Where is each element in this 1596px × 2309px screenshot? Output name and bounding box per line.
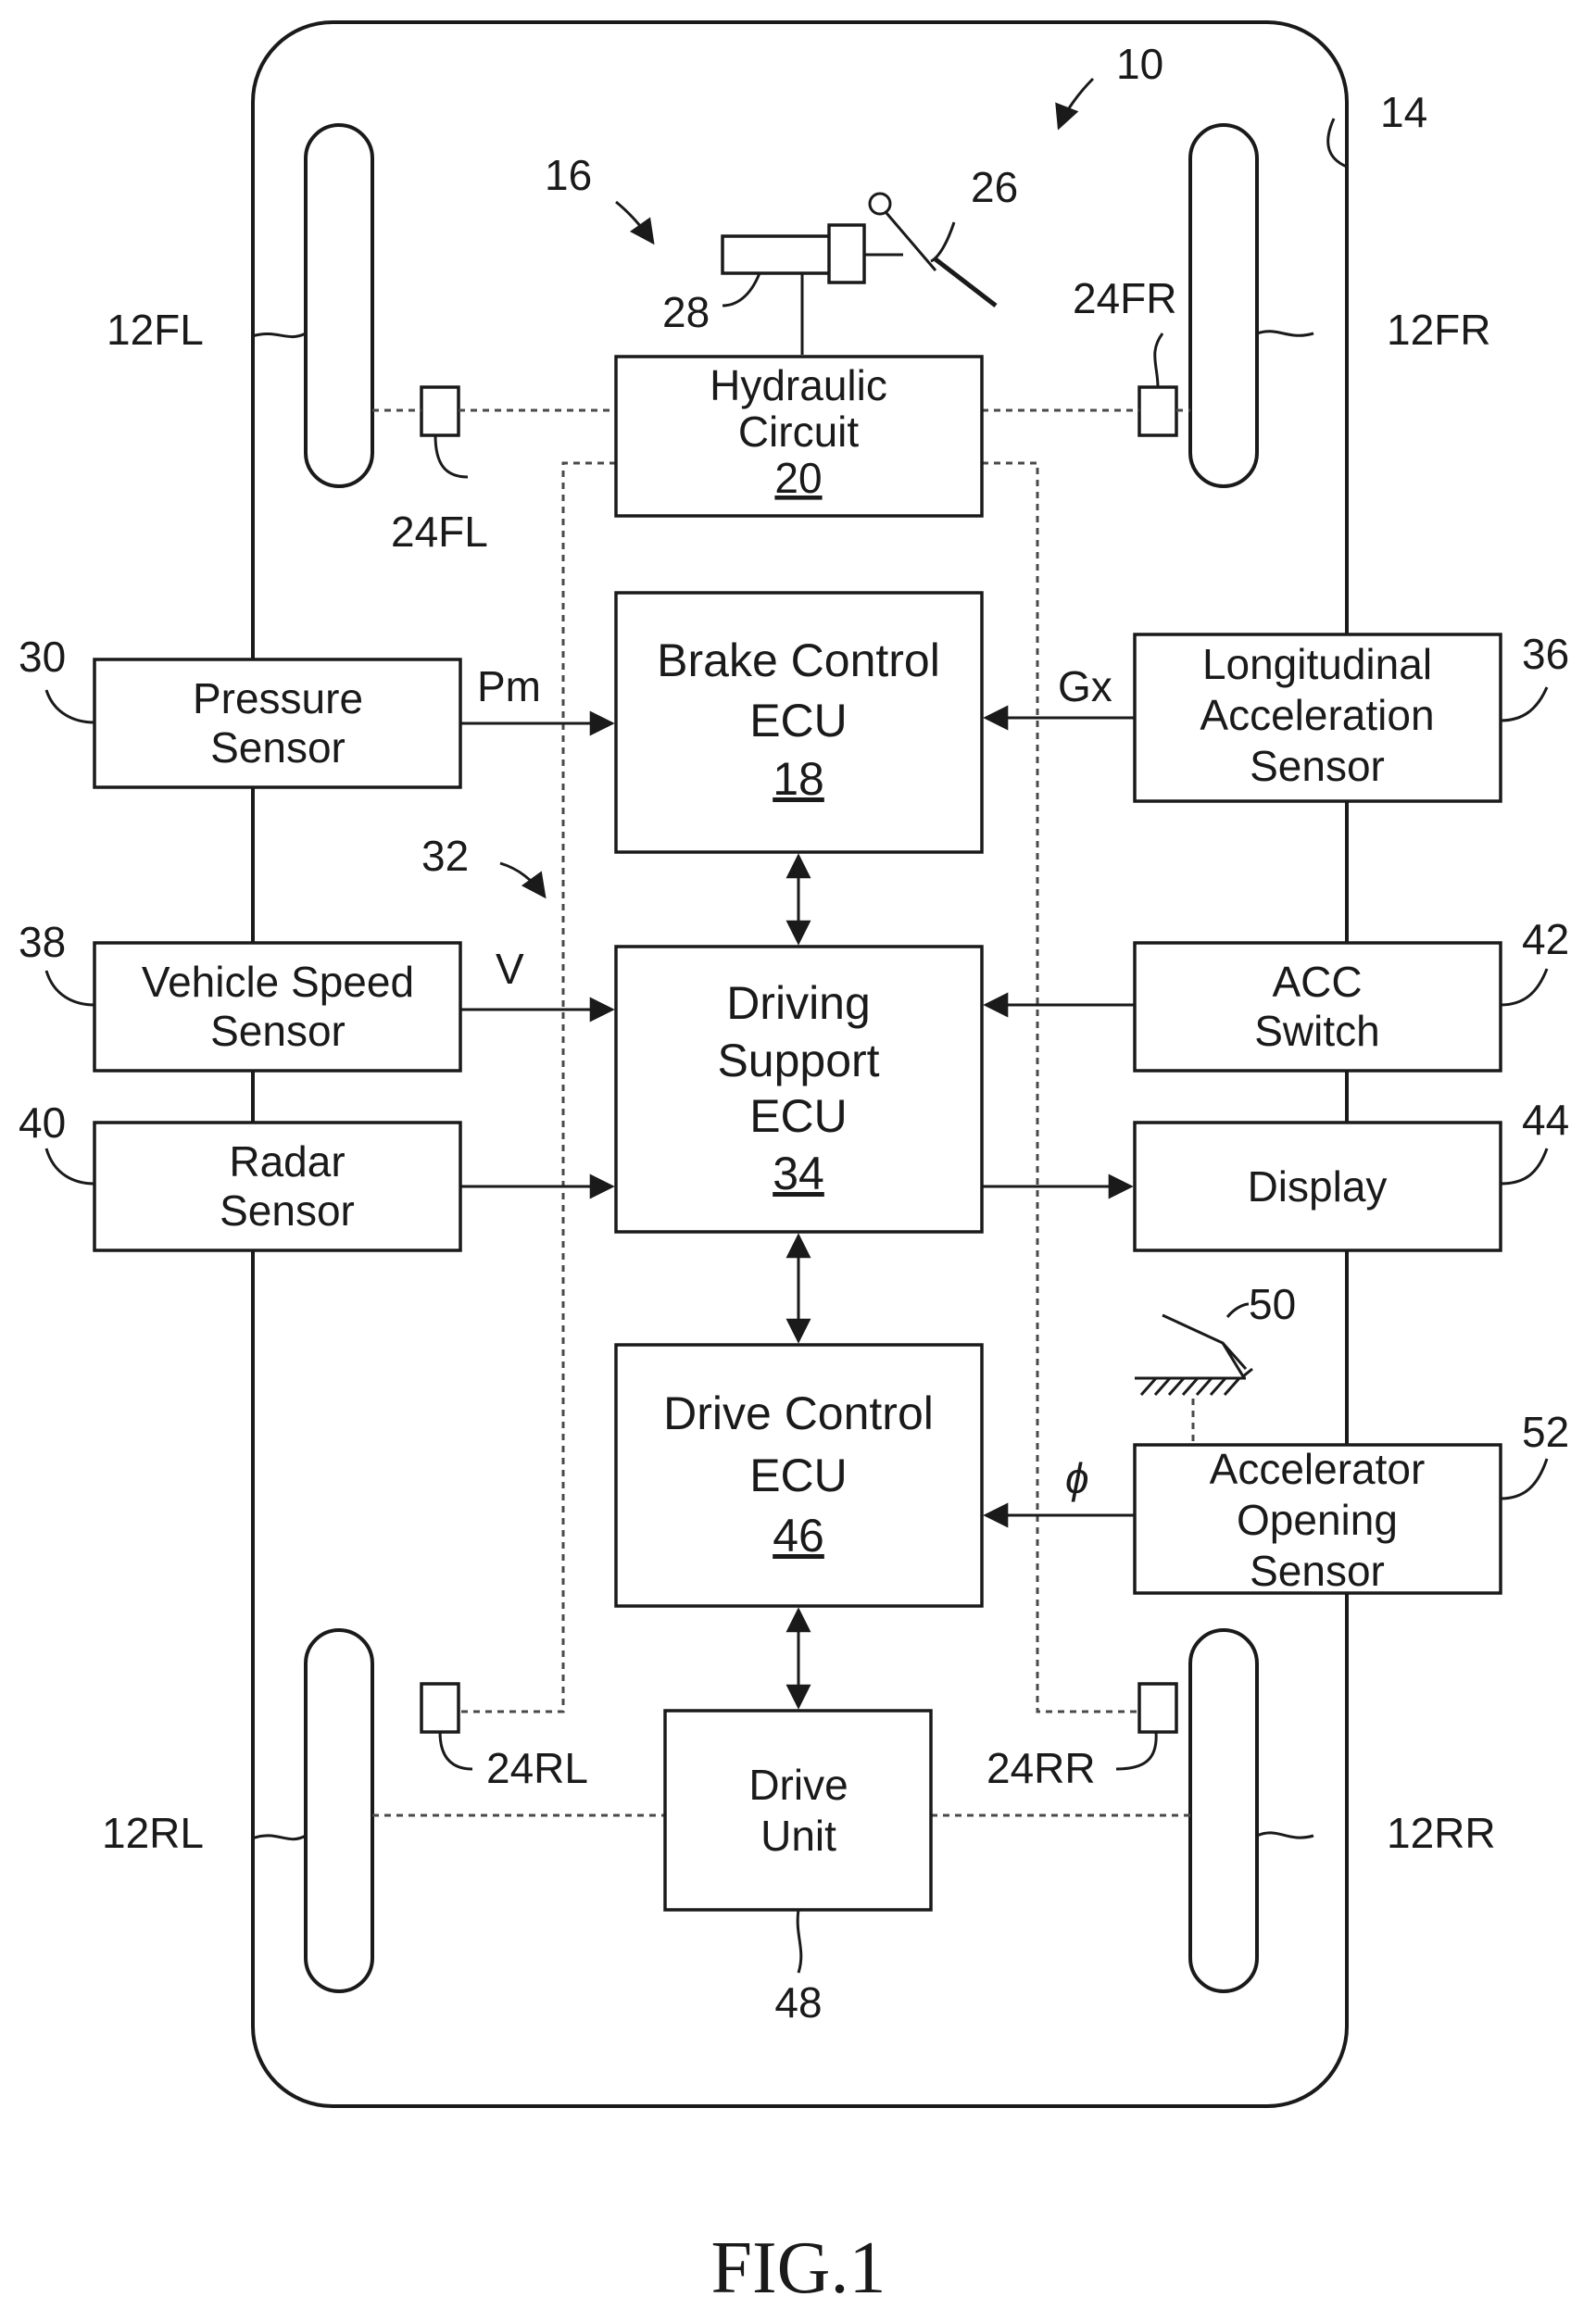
ref-pedal: 26 xyxy=(971,163,1018,211)
ref-body: 14 xyxy=(1380,88,1427,136)
driving-support-ecu-block: Driving Support ECU 34 xyxy=(616,947,982,1232)
signal-phi: ϕ xyxy=(1065,1454,1089,1502)
ref-vehicle-speed-sensor: 38 xyxy=(19,918,66,966)
brake-control-ecu-block: Brake Control ECU 18 xyxy=(616,593,982,852)
svg-text:20: 20 xyxy=(774,454,822,502)
svg-text:Accelerator: Accelerator xyxy=(1210,1445,1426,1493)
svg-text:Hydraulic: Hydraulic xyxy=(710,361,887,409)
ref-vehicle: 10 xyxy=(1116,40,1163,88)
svg-text:ACC: ACC xyxy=(1272,958,1362,1006)
svg-text:Opening: Opening xyxy=(1237,1496,1398,1544)
wheel-front-left xyxy=(306,125,372,486)
wheel-cylinder-label-fl: 24FL xyxy=(391,508,488,556)
svg-text:Sensor: Sensor xyxy=(210,1007,346,1055)
pressure-sensor-block: Pressure Sensor xyxy=(94,659,460,787)
signal-gx: Gx xyxy=(1058,662,1112,710)
ref-radar-sensor: 40 xyxy=(19,1098,66,1147)
svg-text:Display: Display xyxy=(1248,1162,1388,1211)
wheel-label-rr: 12RR xyxy=(1387,1809,1496,1857)
ref-master-cylinder: 28 xyxy=(662,288,710,336)
master-cylinder-assembly xyxy=(723,194,996,355)
acc-switch-block: ACC Switch xyxy=(1135,943,1501,1071)
svg-text:Vehicle Speed: Vehicle Speed xyxy=(142,958,414,1006)
svg-text:Unit: Unit xyxy=(760,1812,836,1860)
drive-unit-block: Drive Unit xyxy=(665,1711,931,1910)
svg-text:ECU: ECU xyxy=(749,695,848,747)
wheel-cylinder-fr xyxy=(1139,387,1176,435)
svg-text:Radar: Radar xyxy=(229,1137,345,1186)
svg-text:ECU: ECU xyxy=(749,1090,848,1142)
svg-text:Pressure: Pressure xyxy=(193,674,363,722)
ref-longitudinal-accel-sensor: 36 xyxy=(1522,630,1569,678)
wheel-rear-left xyxy=(306,1630,372,1991)
wheel-cylinder-rr xyxy=(1139,1684,1176,1732)
ref-accelerator-opening-sensor: 52 xyxy=(1522,1408,1569,1456)
ref-system: 32 xyxy=(421,832,469,880)
display-block: Display xyxy=(1135,1123,1501,1250)
svg-text:ECU: ECU xyxy=(749,1449,848,1501)
svg-text:Acceleration: Acceleration xyxy=(1200,691,1434,739)
wheel-cylinder-rl xyxy=(421,1684,459,1732)
longitudinal-acceleration-sensor-block: Longitudinal Acceleration Sensor xyxy=(1135,634,1501,801)
wheel-cylinder-label-fr: 24FR xyxy=(1073,274,1176,322)
figure-caption: FIG.1 xyxy=(711,2227,886,2309)
ref-brake-device: 16 xyxy=(545,151,592,199)
svg-text:Drive: Drive xyxy=(748,1761,848,1809)
svg-text:Sensor: Sensor xyxy=(1250,1547,1385,1595)
radar-sensor-block: Radar Sensor xyxy=(94,1123,460,1250)
signal-v: V xyxy=(496,945,524,993)
wheel-front-right xyxy=(1190,125,1257,486)
wheel-label-fr: 12FR xyxy=(1387,306,1490,354)
wheel-cylinder-label-rr: 24RR xyxy=(987,1744,1096,1792)
signal-pm: Pm xyxy=(477,662,541,710)
svg-text:34: 34 xyxy=(773,1148,824,1199)
wheel-label-fl: 12FL xyxy=(107,306,204,354)
ref-pressure-sensor: 30 xyxy=(19,633,66,681)
accelerator-opening-sensor-block: Accelerator Opening Sensor xyxy=(1135,1445,1501,1595)
drive-control-ecu-block: Drive Control ECU 46 xyxy=(616,1345,982,1606)
svg-text:Longitudinal: Longitudinal xyxy=(1202,640,1432,688)
svg-text:Circuit: Circuit xyxy=(738,408,860,456)
accelerator-pedal xyxy=(1135,1315,1252,1395)
wheel-rear-right xyxy=(1190,1630,1257,1991)
svg-text:Switch: Switch xyxy=(1254,1007,1379,1055)
svg-text:46: 46 xyxy=(773,1510,824,1562)
ref-accel-pedal: 50 xyxy=(1249,1280,1296,1328)
ref-display: 44 xyxy=(1522,1096,1569,1144)
wheel-label-rl: 12RL xyxy=(102,1809,204,1857)
svg-text:18: 18 xyxy=(773,753,824,805)
svg-text:Sensor: Sensor xyxy=(210,723,346,772)
wheel-cylinder-label-rl: 24RL xyxy=(486,1744,588,1792)
svg-text:Sensor: Sensor xyxy=(220,1186,355,1235)
vehicle-speed-sensor-block: Vehicle Speed Sensor xyxy=(94,943,460,1071)
svg-text:Driving: Driving xyxy=(726,977,871,1029)
svg-text:Support: Support xyxy=(717,1035,879,1086)
svg-text:Sensor: Sensor xyxy=(1250,742,1385,790)
svg-text:Brake Control: Brake Control xyxy=(657,634,940,686)
svg-text:Drive Control: Drive Control xyxy=(663,1387,934,1439)
wheel-cylinder-fl xyxy=(421,387,459,435)
hydraulic-circuit-block: Hydraulic Circuit 20 xyxy=(616,357,982,516)
ref-drive-unit: 48 xyxy=(774,1978,822,2027)
ref-acc-switch: 42 xyxy=(1522,915,1569,963)
